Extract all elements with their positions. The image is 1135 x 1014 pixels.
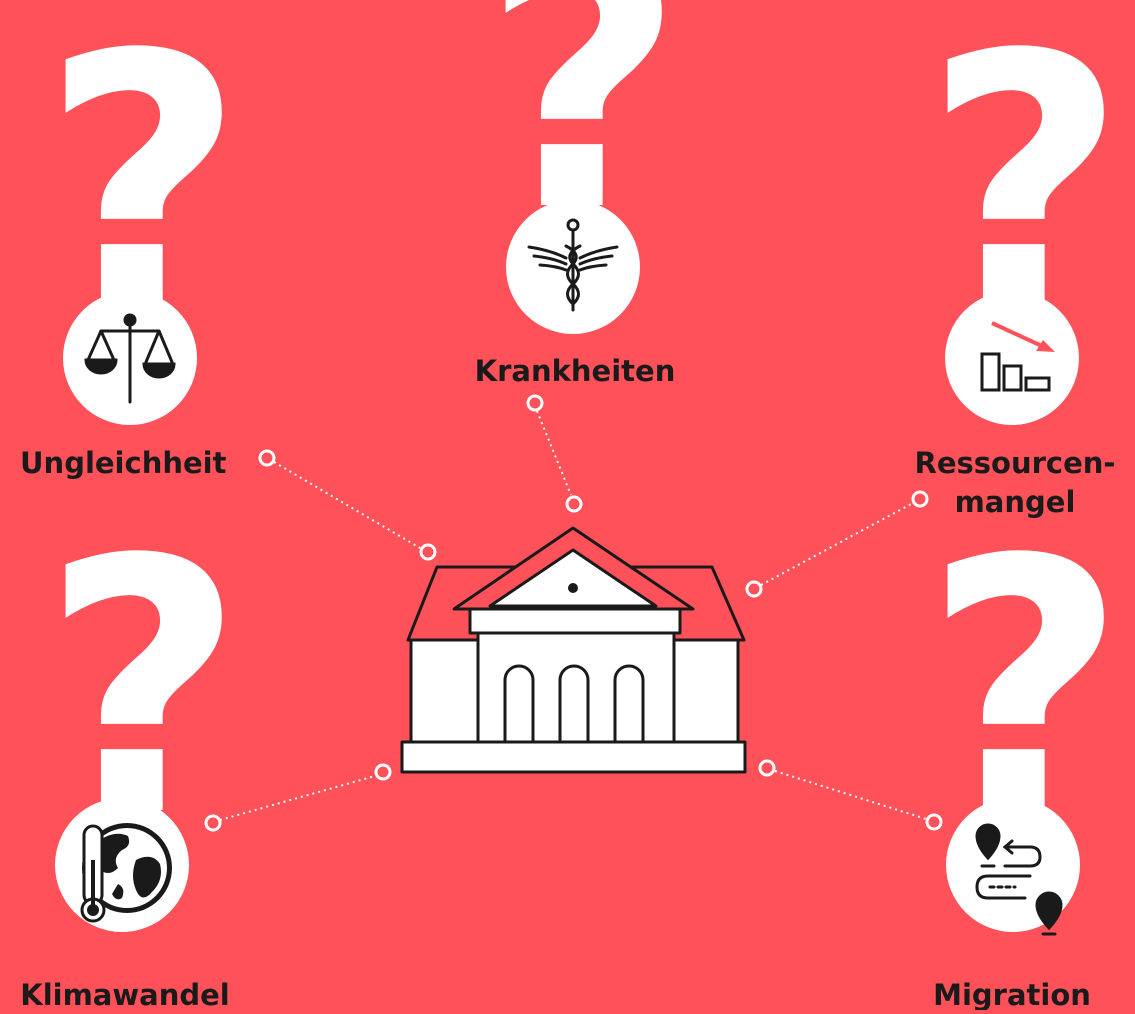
topic-label-krankheiten: Krankheiten <box>475 354 676 388</box>
connector-krankheiten <box>526 394 583 513</box>
globe-thermometer-icon <box>80 823 172 923</box>
connector-klimawandel <box>204 763 392 832</box>
topic-ungleichheit: Ungleichheit <box>20 291 227 480</box>
topic-krankheiten: Krankheiten <box>475 200 676 388</box>
connector-migration <box>758 759 943 831</box>
parliament-building-icon <box>400 526 747 774</box>
scales-icon <box>84 313 176 404</box>
topic-label-ressourcenmangel-line1: Ressourcen- <box>915 446 1116 480</box>
topic-label-ressourcenmangel-line2: mangel <box>955 485 1076 519</box>
connector-ressourcenmangel <box>745 490 929 598</box>
connector-ungleichheit <box>258 449 437 561</box>
declining-bars-icon <box>980 321 1055 392</box>
topic-label-ungleichheit: Ungleichheit <box>20 446 227 480</box>
topic-label-klimawandel: Klimawandel <box>20 978 230 1010</box>
topic-migration: Migration <box>933 798 1091 1012</box>
topic-ressourcenmangel: Ressourcen- mangel <box>915 291 1116 519</box>
topic-label-migration: Migration <box>933 978 1091 1010</box>
caduceus-icon <box>527 218 619 312</box>
topic-klimawandel: Klimawandel <box>20 798 230 1012</box>
route-pins-icon <box>975 823 1063 936</box>
